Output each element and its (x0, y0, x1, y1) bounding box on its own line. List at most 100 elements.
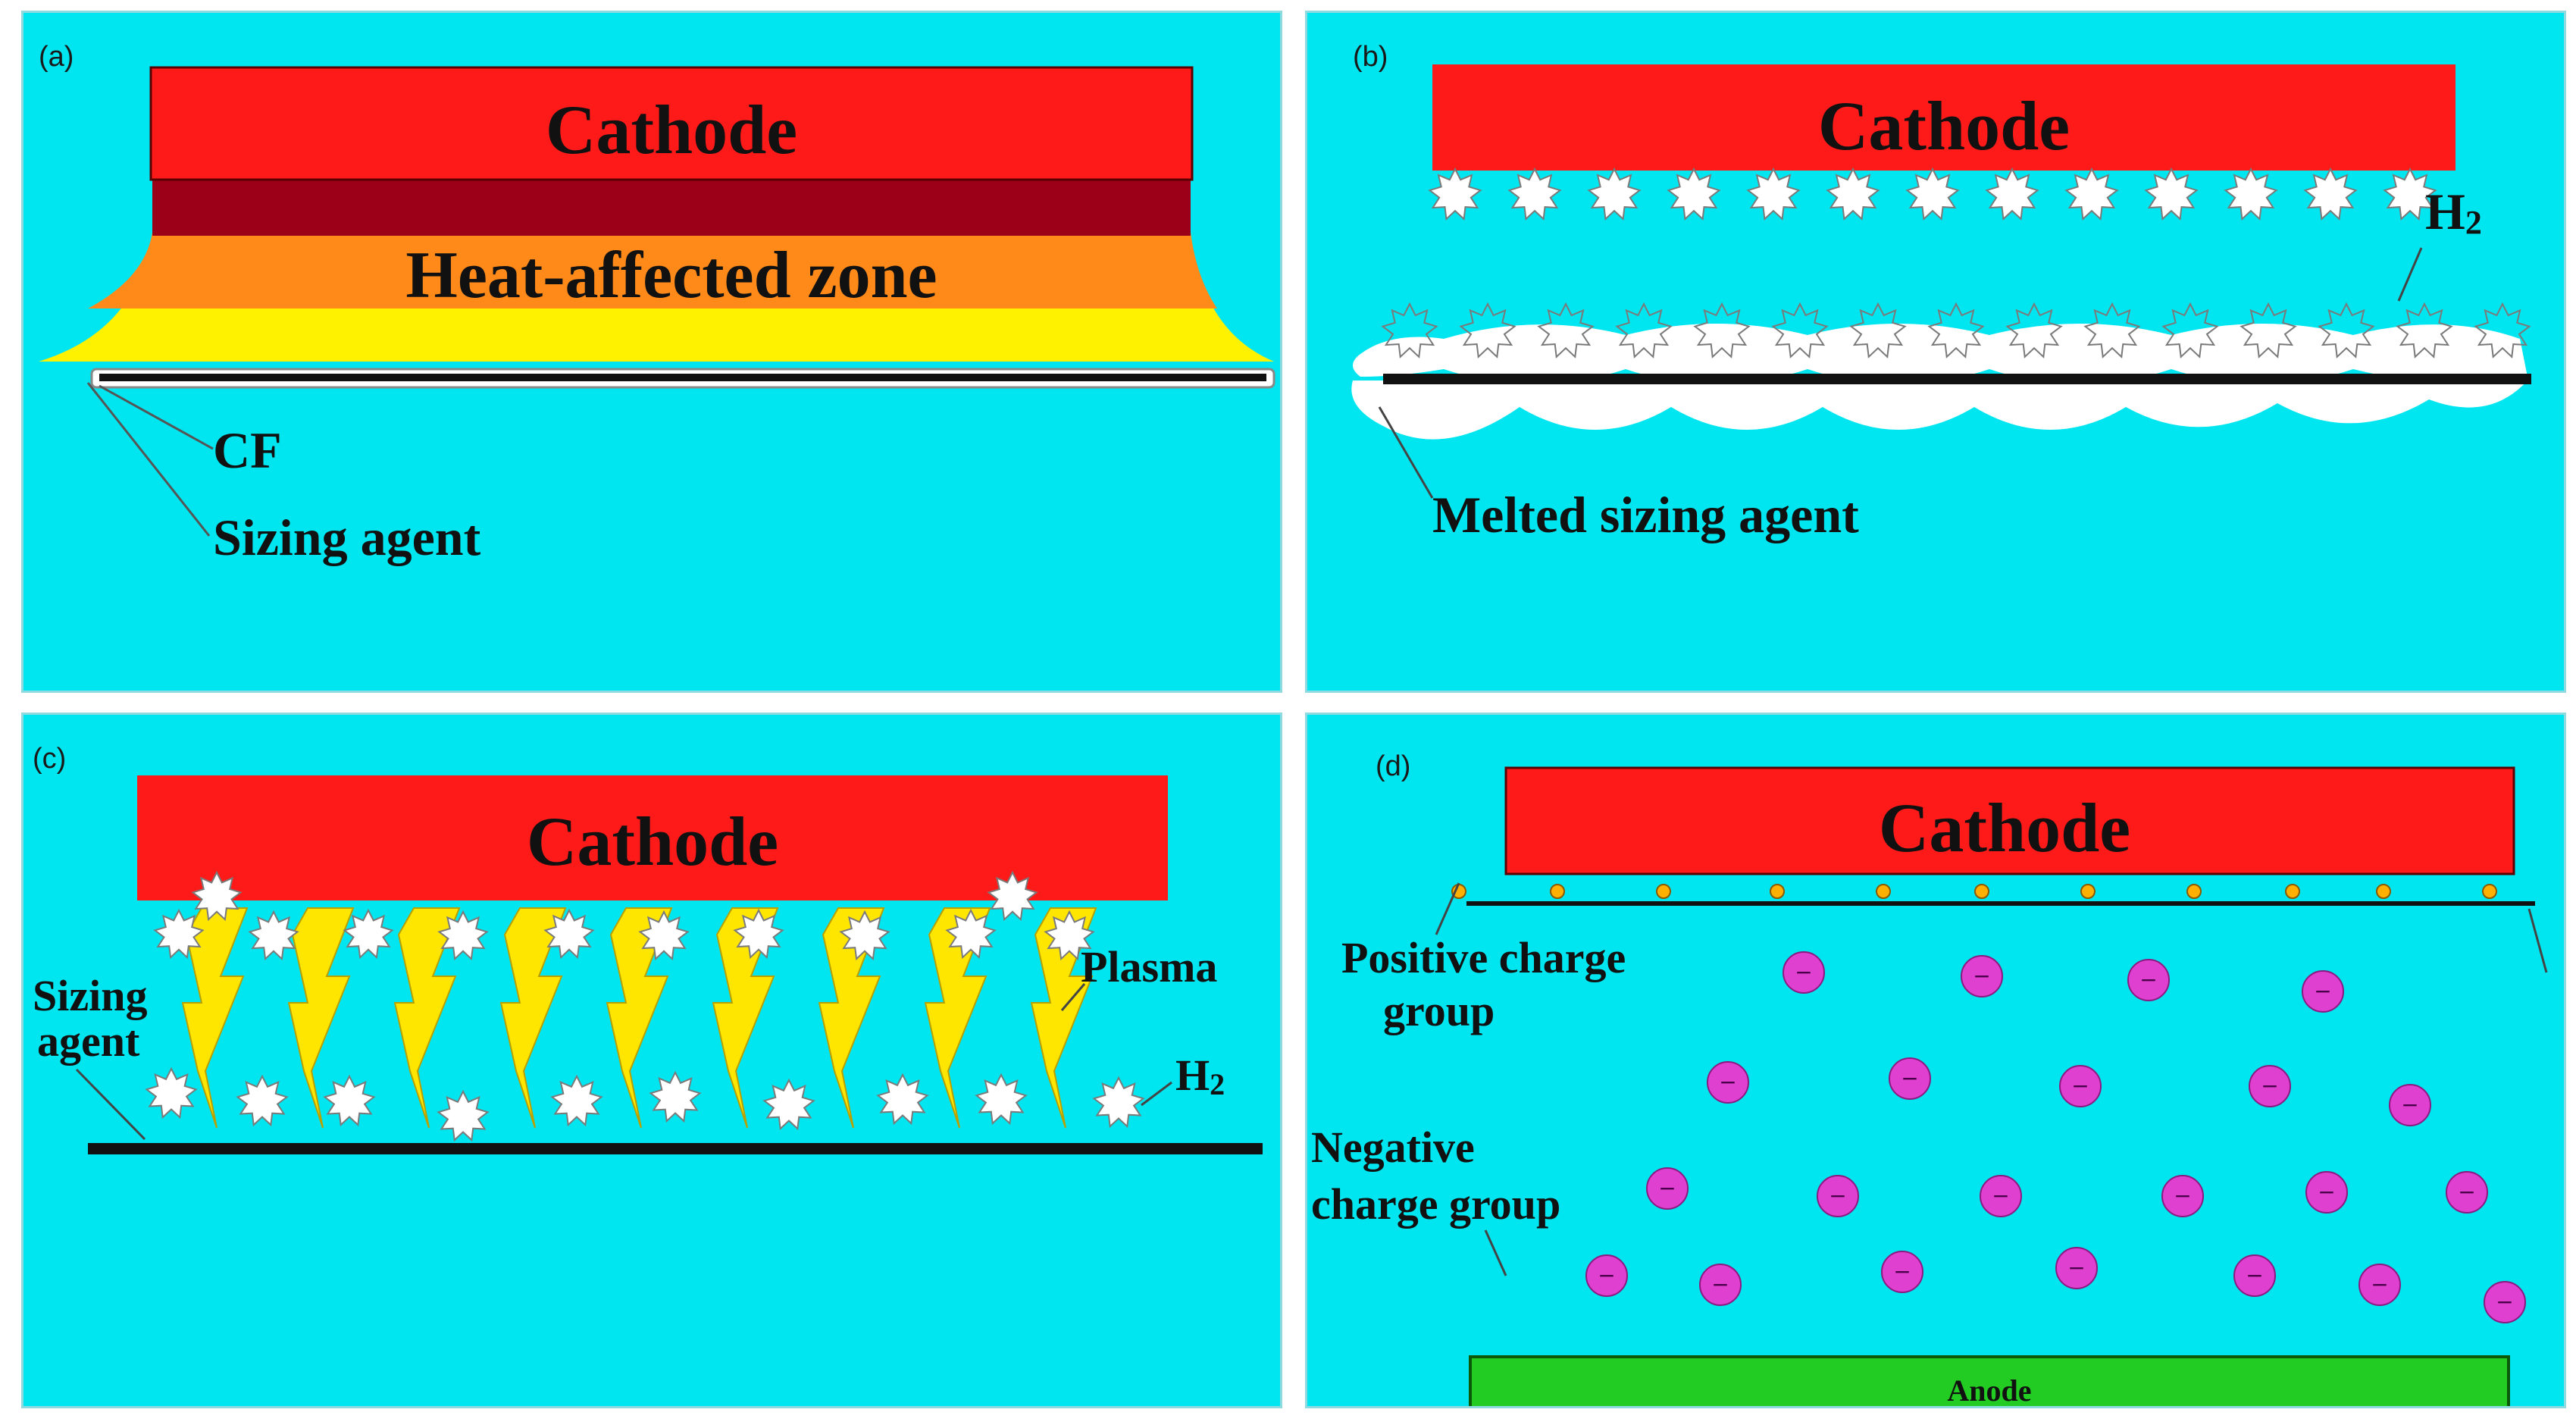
h2-bubble-icon (543, 908, 595, 960)
melted-leader (1378, 406, 1434, 499)
svg-text:−: − (2246, 1263, 2263, 1288)
cathode-block (137, 775, 1168, 900)
h2-bubble-icon (236, 1074, 289, 1127)
negative-label-line1: Negative (1311, 1123, 1475, 1172)
h2-bubble-icon (1428, 167, 1482, 221)
h2-bubble-icon (2224, 167, 2278, 221)
negative-leader (1484, 1229, 1507, 1276)
panel-c: (c) Cathode Sizing agent Plasma H2 (21, 712, 1282, 1408)
h2-bubble-icon (975, 1073, 1028, 1126)
positive-charge-icon (1550, 884, 1565, 899)
carbon-fiber (99, 374, 1266, 381)
svg-text:−: − (1711, 1272, 1729, 1297)
h2-bubble-icon (248, 910, 299, 961)
h2-bubble-icon (1746, 167, 1801, 221)
panel-a: (a) Cathode Heat-affected zone CF Sizing… (21, 11, 1282, 693)
cathode-label: Cathode (1818, 87, 2070, 164)
melted-sizing-top (1353, 324, 2527, 384)
h2-bubble-icon (1537, 302, 1595, 359)
cathode-label: Cathode (546, 91, 797, 168)
sizing-leader (75, 1068, 146, 1141)
negative-charge-icon: − (2302, 970, 2344, 1013)
h2-bubble-icon (323, 1074, 376, 1127)
h2-bubble-row-top (153, 870, 1095, 961)
h2-bubble-icon (1615, 302, 1673, 359)
h2-bubble-icon (2383, 167, 2437, 221)
positive-charge-icon (2080, 884, 2096, 899)
negative-charge-icon: − (1585, 1254, 1628, 1297)
negative-charge-icon: − (1889, 1057, 1931, 1100)
carbon-fiber (1383, 374, 2531, 384)
h2-bubble-icon (839, 910, 890, 961)
melted-sizing-label: Melted sizing agent (1432, 486, 1859, 543)
h2-bubble-row-melted (1381, 302, 2531, 359)
heat-zone-label: Heat-affected zone (405, 239, 937, 312)
cathode-label: Cathode (1879, 789, 2130, 866)
h2-bubble-icon (987, 870, 1038, 922)
h2-bubble-icon (153, 908, 205, 960)
negative-charge-icon: − (1961, 955, 2003, 998)
panel-b-diagram: (b) Cathode H2 Melted sizing agent (1351, 41, 2531, 543)
h2-bubble-icon (1905, 167, 1960, 221)
negative-charge-icon: − (2249, 1065, 2291, 1107)
panel-d: (d) Cathode −−−−−−−−−−−−−−−−−−−−−− Posit… (1305, 712, 2566, 1408)
positive-charge-icon (2482, 884, 2497, 899)
cf-leader (99, 384, 214, 450)
lightning-icon (606, 907, 673, 1129)
cathode-block (149, 66, 1194, 181)
cathode-label: Cathode (527, 803, 778, 880)
h2-bubble-icon (1381, 302, 1438, 359)
negative-charge-icon: − (2389, 1084, 2431, 1126)
negative-charge-icon: − (1980, 1175, 2022, 1217)
negative-charge-icon: − (2305, 1171, 2348, 1214)
positive-leader (1435, 882, 1460, 935)
h2-bubble-icon (1849, 302, 1907, 359)
h2-bubble-icon (550, 1074, 603, 1127)
panel-d-tag: (d) (1376, 750, 1410, 782)
sizing-label-line1: Sizing (33, 971, 148, 1020)
h2-leader (2397, 247, 2423, 302)
h2-bubble-icon (437, 1089, 490, 1142)
negative-charge-icon: − (1646, 1167, 1689, 1210)
h2-bubble-icon (2240, 302, 2297, 359)
h2-bubble-icon (2161, 302, 2219, 359)
svg-text:−: − (2401, 1092, 2418, 1117)
positive-charge-icon (2285, 884, 2300, 899)
h2-bubble-icon (145, 1066, 198, 1120)
negative-charge-icon: − (1699, 1264, 1742, 1306)
h2-bubble-icon (191, 870, 243, 922)
lightning-icon (393, 907, 461, 1129)
svg-text:−: − (1973, 963, 1990, 988)
negative-charge-icon: − (2358, 1264, 2401, 1306)
negative-charge-icon: − (2233, 1254, 2276, 1297)
plasma-leader (1060, 983, 1086, 1011)
svg-text:−: − (1901, 1066, 1918, 1091)
orange-zone (88, 233, 1217, 308)
h2-bubble-icon (437, 910, 489, 961)
h2-leader (1141, 1081, 1172, 1107)
cathode-block (1432, 64, 2455, 171)
h2-bubble-icon (2303, 167, 2358, 221)
lightning-icon (818, 907, 885, 1129)
svg-text:−: − (2318, 1179, 2335, 1204)
negative-charge-icon: − (1881, 1251, 1923, 1293)
panel-d-diagram: (d) Cathode −−−−−−−−−−−−−−−−−−−−−− Posit… (1311, 750, 2548, 1406)
negative-label-line2: charge group (1311, 1179, 1560, 1229)
negative-charge-icon: − (2446, 1171, 2488, 1214)
svg-text:−: − (2174, 1183, 2191, 1208)
lightning-icon (287, 907, 355, 1129)
negative-charge-icon: − (2127, 959, 2170, 1001)
positive-charge-icon (1974, 884, 1989, 899)
cathode-block (1504, 766, 2515, 875)
melted-sizing-bottom (1351, 381, 2527, 440)
svg-text:−: − (2071, 1073, 2089, 1098)
negative-charge-icon: − (1817, 1175, 1859, 1217)
lightning-icon (499, 907, 567, 1129)
h2-bubble-icon (1826, 167, 1880, 221)
svg-text:−: − (2067, 1255, 2085, 1280)
positive-label-line2: group (1383, 986, 1495, 1035)
negative-charge-icon: − (2484, 1281, 2526, 1323)
negative-charge-icon: − (1783, 951, 1825, 994)
positive-charge-icon (2376, 884, 2391, 899)
h2-bubble-row-bottom (145, 1066, 1145, 1142)
